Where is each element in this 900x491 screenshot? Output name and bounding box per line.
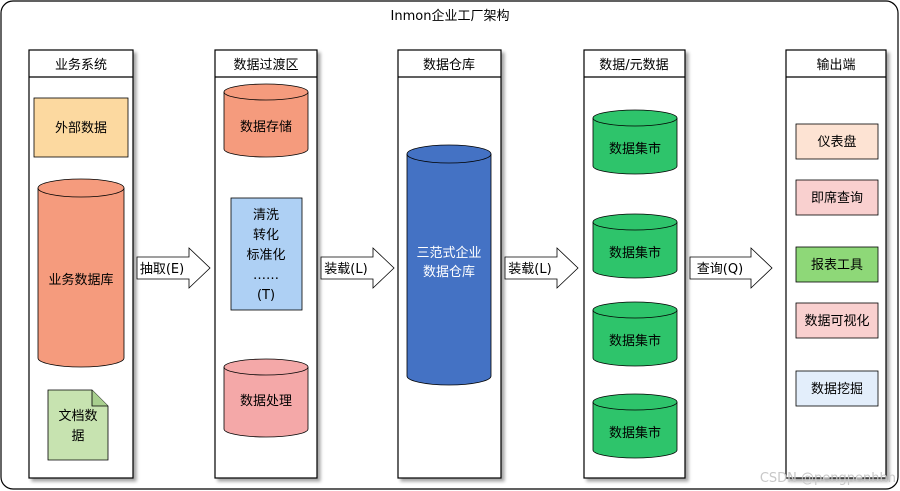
data-mining-label: 数据挖掘 — [811, 382, 863, 397]
load-arrow-2-label: 装载(L) — [508, 262, 551, 277]
extract-arrow-label: 抽取(E) — [140, 262, 184, 277]
output-header: 输出端 — [816, 57, 855, 73]
query-arrow-label: 查询(Q) — [697, 262, 743, 277]
transform-line-5: (T) — [257, 288, 275, 303]
adhoc-query-label: 即席查询 — [811, 190, 863, 206]
business-database-cylinder — [37, 178, 125, 368]
business-column: 业务系统 外部数据 业务数据库 文档数 据 — [28, 49, 134, 479]
load-arrow-1-label: 装载(L) — [324, 262, 367, 277]
data-storage-label: 数据存储 — [240, 120, 292, 135]
data-mart-label-1: 数据集市 — [609, 141, 661, 157]
external-data-box — [33, 97, 129, 158]
visualization-label: 数据可视化 — [804, 314, 869, 329]
transform-line-4: …… — [253, 268, 279, 283]
marts-column: 数据/元数据 数据集市 数据集市 数据集市 数据集市 — [583, 49, 686, 479]
data-mart-cylinder-3 — [592, 301, 678, 367]
visualization-box — [795, 302, 879, 339]
data-storage-cylinder — [223, 83, 309, 158]
load-arrow-2: 装载(L) — [504, 247, 579, 289]
warehouse-header: 数据仓库 — [423, 57, 475, 73]
staging-header: 数据过渡区 — [233, 57, 298, 73]
data-processing-label: 数据处理 — [240, 394, 292, 409]
dashboard-box — [795, 123, 879, 160]
query-arrow: 查询(Q) — [689, 247, 773, 289]
transform-line-3: 标准化 — [246, 248, 285, 263]
watermark: CSDN @pengpenhhh — [759, 471, 896, 486]
data-mart-label-4: 数据集市 — [609, 425, 661, 441]
transform-line-1: 清洗 — [253, 208, 279, 223]
data-mart-label-3: 数据集市 — [609, 333, 661, 349]
report-tool-label: 报表工具 — [811, 258, 863, 273]
warehouse-label-line1: 三范式企业 — [416, 245, 481, 261]
warehouse-cylinder — [406, 144, 492, 386]
extract-arrow: 抽取(E) — [136, 247, 211, 289]
external-data-label: 外部数据 — [55, 121, 107, 136]
data-mart-cylinder-4 — [592, 393, 678, 459]
business-database-label: 业务数据库 — [48, 272, 113, 288]
data-mart-cylinder-1 — [592, 109, 678, 175]
warehouse-column: 数据仓库 三范式企业 数据仓库 — [397, 49, 502, 479]
data-mart-cylinder-2 — [592, 213, 678, 279]
document-data-shape — [47, 389, 109, 461]
staging-column: 数据过渡区 数据存储 清洗 转化 标准化 …… (T) 数据处理 — [214, 49, 318, 479]
business-header: 业务系统 — [55, 57, 107, 73]
dashboard-label: 仪表盘 — [817, 134, 856, 150]
data-mining-box — [795, 370, 879, 407]
transform-box — [230, 197, 303, 311]
marts-header: 数据/元数据 — [599, 58, 668, 73]
load-arrow-1: 装载(L) — [320, 247, 395, 289]
data-mart-label-2: 数据集市 — [609, 245, 661, 261]
transform-line-2: 转化 — [253, 228, 279, 243]
data-processing-cylinder — [223, 358, 309, 438]
warehouse-label-line2: 数据仓库 — [423, 264, 475, 280]
diagram-title: Inmon企业工厂架构 — [391, 8, 510, 24]
document-data-label-line1: 文档数 — [58, 409, 97, 424]
adhoc-query-box — [795, 179, 879, 216]
document-data-label-line2: 据 — [71, 429, 84, 444]
report-tool-box — [795, 246, 879, 283]
output-column: 输出端 仪表盘 即席查询 报表工具 数据可视化 数据挖掘 — [785, 49, 887, 479]
